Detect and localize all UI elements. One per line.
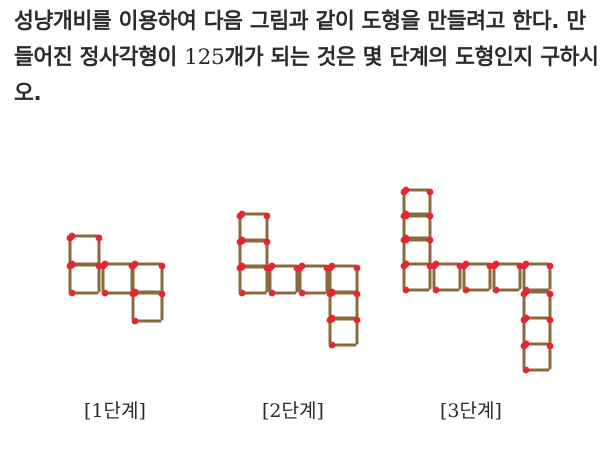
matchstick-head (546, 316, 554, 324)
matchstick-head (263, 238, 271, 246)
matchstick-head (326, 316, 334, 324)
matchstick-head (326, 290, 334, 298)
matchstick-head (520, 262, 528, 270)
matchstick-head (400, 188, 408, 196)
matchstick-head (520, 290, 528, 298)
stage-2-caption: [2단계] (262, 400, 324, 422)
stage-2-figure (236, 210, 361, 349)
matchstick-head (266, 264, 274, 272)
stage-1-figure (66, 232, 166, 325)
matchstick-head (236, 264, 244, 272)
matchstick-head (95, 234, 103, 242)
matchstick-head (430, 262, 438, 270)
matchstick-head (426, 212, 434, 220)
matchstick-head (129, 290, 137, 298)
matchstick-head (546, 262, 554, 270)
matchstick-head (490, 262, 498, 270)
matchstick-head (353, 290, 361, 298)
matchstick-head (426, 188, 434, 196)
matchstick-head (400, 212, 408, 220)
stage-3-figure (400, 186, 554, 374)
matchstick-head (66, 234, 74, 242)
matchstick-head (520, 316, 528, 324)
matchstick-head (236, 212, 244, 220)
question-part1: 성냥개비를 이용하여 다음 그림과 같이 도형을 만들려고 한다. 만들어진 정… (14, 9, 586, 70)
stage-3-caption: [3단계] (440, 400, 502, 422)
stage-1-caption: [1단계] (84, 400, 146, 422)
question-number: 125 (184, 45, 225, 70)
matchstick-head (158, 290, 166, 298)
matchstick-head (400, 236, 408, 244)
question-part2: 개가 되는 것은 몇 단계의 도형인지 구하시오. (14, 45, 599, 106)
matchstick-head (426, 236, 434, 244)
matchstick-head (158, 262, 166, 270)
matchstick-head (546, 342, 554, 350)
matchstick-head (520, 342, 528, 350)
matchstick-head (353, 264, 361, 272)
matchstick-head (353, 316, 361, 324)
matchstick-head (400, 262, 408, 270)
matchstick-head (99, 262, 107, 270)
matchstick-head (236, 238, 244, 246)
matchstick-head (263, 212, 271, 220)
matchstick-head (326, 264, 334, 272)
matchstick-head (460, 262, 468, 270)
matchstick-head (546, 290, 554, 298)
matchstick-head (296, 264, 304, 272)
matchstick-head (129, 262, 137, 270)
matchstick-head (66, 262, 74, 270)
question-text: 성냥개비를 이용하여 다음 그림과 같이 도형을 만들려고 한다. 만들어진 정… (14, 4, 599, 112)
